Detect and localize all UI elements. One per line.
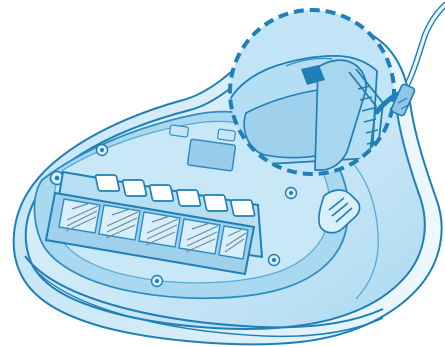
handheld-vacuum-underside-illustration xyxy=(0,0,445,347)
device-diagram xyxy=(0,0,445,347)
